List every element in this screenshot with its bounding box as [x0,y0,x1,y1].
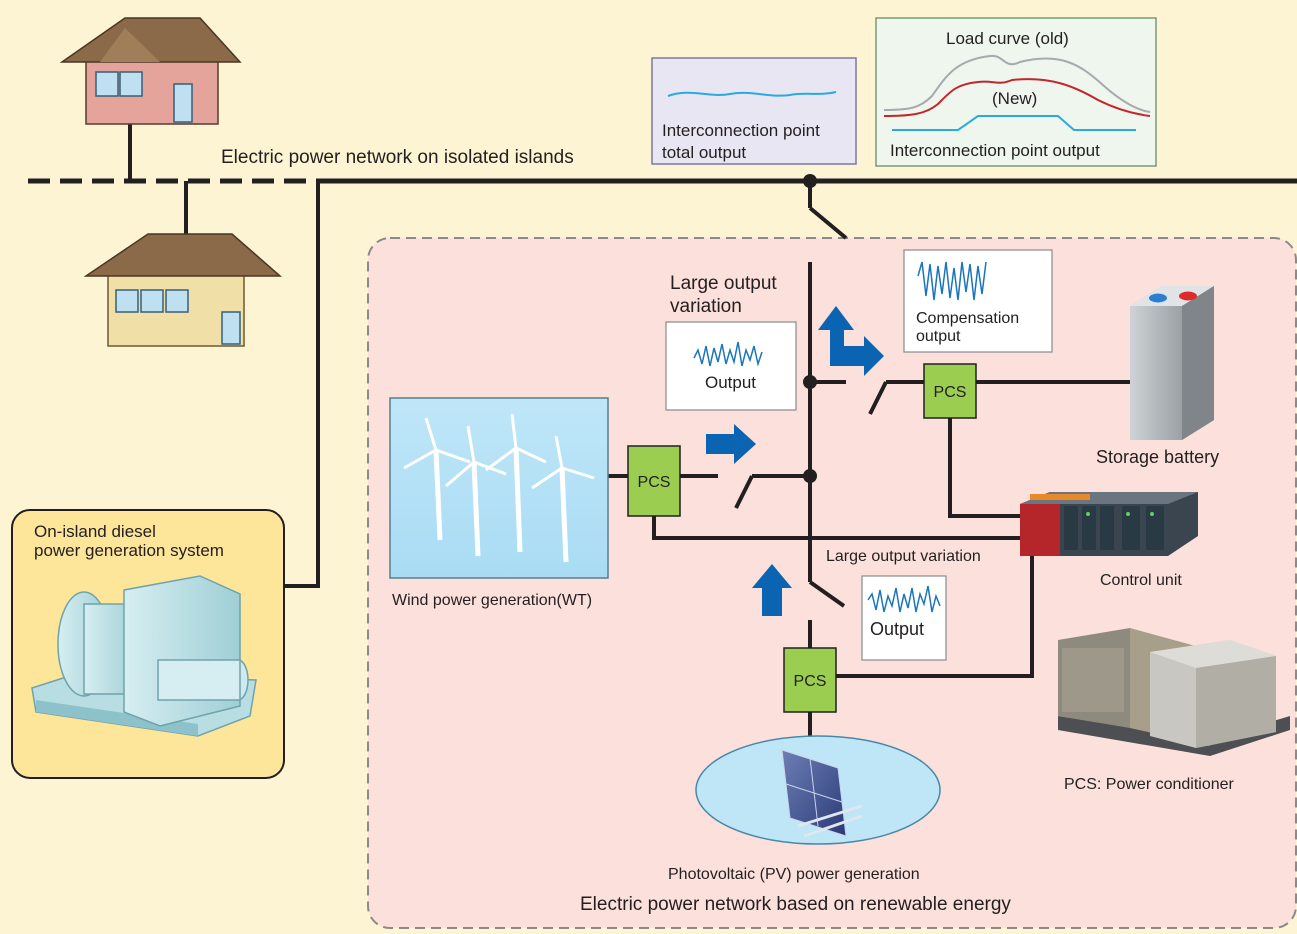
pcs-wind: PCS [627,445,681,517]
pcs-pv: PCS [783,647,837,713]
compensation-line1: Compensation [916,310,1020,327]
pcs-storage: PCS [923,363,977,419]
house-icon [83,181,282,347]
svg-text:PCS: PCS [934,384,967,401]
load-curve-new-label: (New) [992,89,1038,108]
compensation-arrows-icon [818,306,884,376]
control-lines [652,398,1034,768]
arrow-icon [752,564,792,616]
diesel-label-line1: On-island diesel [34,522,156,541]
top-variation-label: Large output variation [670,272,777,318]
load-curve-box [875,17,1157,167]
svg-text:PCS: PCS [638,474,671,491]
diesel-label-line2: power generation system [34,541,224,560]
total-output-curve [667,91,837,97]
pcs-conditioner-label: PCS: Power conditioner [1064,776,1234,793]
old-load-curve [883,54,1151,113]
top-variation-line2: variation [670,296,742,317]
compensation-line2: output [916,328,961,345]
renewable-network-label: Electric power network based on renewabl… [580,894,1011,915]
interconnection-total-output-label: Interconnection point total output [662,120,820,164]
new-load-curve [883,78,1151,117]
interconnection-label-line1: Interconnection point [662,121,820,140]
solar-panel-icon [695,735,941,845]
trunk-line [808,181,848,648]
svg-text:PCS: PCS [794,673,827,690]
diesel-connection-line [282,181,320,588]
interconnection-label-line2: total output [662,143,747,162]
wind-branch-line [608,474,810,509]
arrow-icon [706,424,756,464]
wind-farm-image [389,397,609,579]
pv-power-label: Photovoltaic (PV) power generation [668,866,920,883]
compensation-output-label: Compensation output [916,310,1019,346]
pv-variation-label: Large output variation [826,548,981,565]
storage-battery-label: Storage battery [1096,447,1220,467]
diesel-generator-icon [31,575,257,737]
compensation-signal [917,261,987,301]
wind-output-signal [693,341,763,367]
wind-output-label: Output [705,373,757,392]
control-unit-icon [1020,492,1198,556]
wind-output-box [665,321,797,411]
pv-output-label: Output [870,619,925,639]
storage-branch-line [810,380,1130,415]
house-icon [59,17,242,181]
junction-dot [803,174,817,188]
pv-output-signal [867,585,941,613]
wind-turbine-icon [403,413,595,563]
top-variation-line1: Large output [670,273,777,294]
control-unit-label: Control unit [1100,572,1182,589]
power-conditioner-icon [1058,628,1290,756]
isolated-island-network-label: Electric power network on isolated islan… [221,147,574,168]
wind-power-label: Wind power generation(WT) [392,592,593,609]
load-curve-old-label: Load curve (old) [946,29,1069,48]
interconnection-total-output-box [651,57,857,165]
interconnection-output-curve [892,115,1136,131]
diesel-system-label: On-island diesel power generation system [34,522,224,560]
interconnection-point-output-label: Interconnection point output [890,141,1100,160]
storage-battery-icon [1130,286,1214,440]
pv-output-box [861,575,947,661]
